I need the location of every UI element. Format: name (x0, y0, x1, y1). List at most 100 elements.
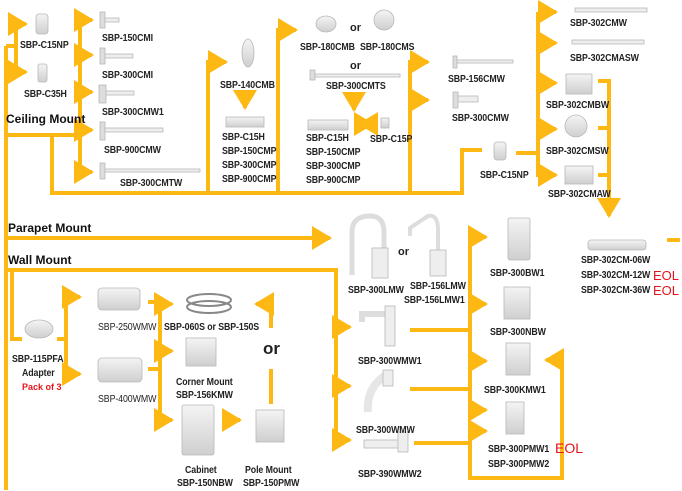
label-302cm-06w: SBP-302CM-06W (581, 255, 651, 266)
300cmw-image (452, 91, 479, 109)
label-302cmw: SBP-302CMW (570, 18, 627, 29)
label-cms-300cmp: SBP-300CMP (306, 161, 361, 172)
connector (6, 28, 18, 48)
label-302cmsw: SBP-302CMSW (546, 146, 609, 157)
300cmtw-image (99, 162, 201, 180)
label-c15np-2: SBP-C15NP (480, 170, 529, 181)
300wmw-image (363, 369, 394, 413)
arrow-to-c35h (8, 46, 28, 84)
300cmw1-image (98, 84, 135, 104)
c15np-image-2 (493, 141, 507, 161)
250wmw-image (97, 287, 141, 311)
label-300kmw1: SBP-300KMW1 (484, 385, 546, 396)
label-302cm-12w: SBP-302CM-12W (581, 270, 651, 281)
label-300nbw: SBP-300NBW (490, 327, 546, 338)
302cm-extension-image (587, 239, 647, 251)
900cmw-image (99, 121, 164, 141)
label-300cmw: SBP-300CMW (452, 113, 509, 124)
300lmw-image (349, 213, 389, 279)
label-300lmw: SBP-300LMW (348, 285, 404, 296)
label-156lmw: SBP-156LMW (410, 281, 466, 292)
label-cmb-300cmp: SBP-300CMP (222, 160, 277, 171)
115pfa-image (24, 319, 54, 339)
pole-mount-image (255, 409, 285, 443)
label-115pfa: SBP-115PFA (12, 354, 64, 365)
connector-lines (4, 0, 680, 490)
156cmw-image (452, 55, 514, 69)
302cmasw-image (571, 39, 645, 45)
arrow-300pmw2 (414, 419, 488, 445)
arrow-to-c15np (8, 12, 28, 36)
label-300bw1: SBP-300BW1 (490, 268, 545, 279)
section-wall-mount: Wall Mount (8, 253, 72, 267)
label-302cmasw: SBP-302CMASW (570, 53, 639, 64)
arrow-to-extensions (597, 79, 621, 218)
label-150pmw: SBP-150PMW (243, 478, 300, 489)
300cmi-image (99, 47, 134, 65)
connector (410, 148, 482, 195)
arrow-pole-to-corner (468, 348, 564, 480)
300bw1-image (507, 217, 531, 261)
or-label: or (350, 60, 361, 72)
label-302cmbw: SBP-302CMBW (546, 100, 610, 111)
connector (10, 270, 22, 341)
label-c15p: SBP-C15P (370, 134, 413, 145)
302cmaw-image (564, 165, 594, 185)
label-cmb-c15h: SBP-C15H (222, 132, 265, 143)
label-cms-150cmp: SBP-150CMP (306, 147, 361, 158)
label-pack-of-3: Pack of 3 (22, 382, 62, 392)
label-156kmw: SBP-156KMW (176, 390, 233, 401)
150cmi-image (99, 11, 120, 29)
c15h-image-2 (307, 119, 349, 131)
eol-badge: EOL (555, 440, 584, 456)
label-straps: SBP-060S or SBP-150S (164, 322, 260, 333)
label-180cms: SBP-180CMS (360, 42, 415, 53)
connector (50, 135, 410, 195)
300cmts-image (309, 69, 401, 81)
label-cmb-150cmp: SBP-150CMP (222, 146, 277, 157)
or-label: or (350, 22, 361, 34)
label-300wmw: SBP-300WMW (356, 425, 415, 436)
c15p-image (380, 117, 390, 129)
140cmb-image (241, 38, 255, 68)
label-corner-mount: Corner Mount (176, 377, 233, 388)
label-pole-mount: Pole Mount (245, 465, 292, 476)
arrow-156cmw (408, 50, 430, 193)
label-cmb-900cmp: SBP-900CMP (222, 174, 277, 185)
or-label: or (263, 339, 280, 358)
label-300wmw1: SBP-300WMW1 (358, 356, 422, 367)
label-300pmw2: SBP-300PMW2 (488, 459, 550, 470)
label-156lmw1: SBP-156LMW1 (404, 295, 465, 306)
156lmw-image (408, 213, 447, 277)
eol-badge: EOL (653, 283, 680, 298)
label-300pmw1: SBP-300PMW1 (488, 444, 550, 455)
label-302cm-36w: SBP-302CM-36W (581, 285, 651, 296)
c35h-image (37, 63, 48, 83)
300wmw1-image (359, 305, 396, 347)
connector (6, 268, 338, 295)
label-400wmw: SBP-400WMW (98, 394, 157, 405)
straps-image (186, 293, 232, 314)
label-900cmw: SBP-900CMW (104, 145, 161, 156)
arrow-or-straps (254, 292, 274, 328)
corner-mount-image (185, 337, 217, 367)
label-cms-c15h: SBP-C15H (306, 133, 349, 144)
302cmbw-image (565, 73, 593, 95)
label-300cmts: SBP-300CMTS (326, 81, 386, 92)
arrow-140cmb (206, 50, 228, 193)
c15np-image (35, 13, 49, 35)
label-140cmb: SBP-140CMB (220, 80, 275, 91)
arrow-180cmb (276, 18, 298, 193)
302cmw-image (574, 7, 648, 13)
180cmb-image (315, 15, 337, 33)
label-150cmi: SBP-150CMI (102, 33, 153, 44)
302cmsw-image (564, 114, 588, 138)
label-300cmw1: SBP-300CMW1 (102, 107, 164, 118)
label-c15np: SBP-C15NP (20, 40, 69, 51)
arrow-cabinet (154, 302, 174, 432)
300kmw1-image (505, 342, 531, 376)
label-156cmw: SBP-156CMW (448, 74, 505, 85)
400wmw-image (97, 357, 143, 383)
or-label: or (398, 246, 409, 258)
